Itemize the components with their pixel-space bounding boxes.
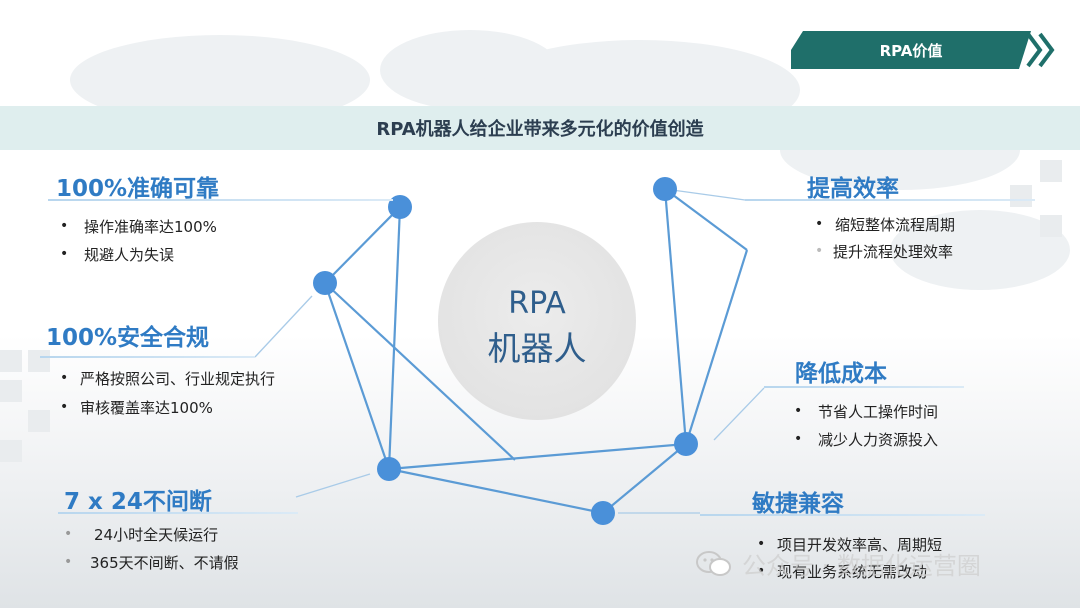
network-node [591, 501, 615, 525]
bullet-icon: • [794, 403, 803, 419]
block-title-efficiency: 提高效率 [807, 176, 899, 202]
bullet-icon: • [794, 431, 803, 447]
block-title-compliance: 100%安全合规 [46, 325, 210, 351]
network-node [674, 432, 698, 456]
block-item-accurate-2: 规避人为失误 [84, 246, 175, 264]
bullet-icon: • [64, 554, 73, 570]
block-title-agile: 敏捷兼容 [752, 491, 844, 517]
connector-lines [254, 188, 765, 514]
bullet-icon: • [60, 246, 69, 262]
block-item-accurate-1: 操作准确率达100% [84, 218, 217, 236]
block-item-compliance-2: 审核覆盖率达100% [80, 399, 213, 417]
bullet-icon: • [60, 218, 69, 234]
page-banner: RPA机器人给企业带来多元化的价值创造 [0, 106, 1080, 150]
title-underline [40, 356, 255, 358]
chevron-right-icon [1026, 32, 1055, 68]
network-node [377, 457, 401, 481]
bullet-icon: • [757, 563, 766, 579]
bullet-icon: • [60, 399, 69, 415]
section-tag: RPA价值 [791, 31, 1031, 69]
bullet-icon: • [757, 536, 766, 552]
block-item-compliance-1: 严格按照公司、行业规定执行 [80, 370, 276, 388]
title-underline [764, 386, 964, 388]
bullet-icon: • [815, 243, 824, 259]
block-item-cost-2: 减少人力资源投入 [818, 431, 939, 449]
center-title-line2: 机器人 [487, 329, 587, 368]
block-item-uninterrupted-2: 365天不间断、不请假 [90, 554, 239, 572]
banner-title: RPA机器人给企业带来多元化的价值创造 [376, 119, 704, 140]
center-circle [438, 222, 636, 420]
bullet-icon: • [64, 526, 73, 542]
title-underline [745, 199, 1035, 201]
block-title-uninterrupted: 7 x 24不间断 [64, 489, 212, 515]
block-item-efficiency-2: 提升流程处理效率 [833, 243, 954, 261]
block-item-agile-2: 现有业务系统无需改动 [777, 563, 928, 581]
block-item-uninterrupted-1: 24小时全天候运行 [94, 526, 219, 544]
block-item-efficiency-1: 缩短整体流程周期 [835, 216, 956, 234]
block-title-cost: 降低成本 [795, 361, 887, 387]
network-node [313, 271, 337, 295]
bullet-icon: • [60, 370, 69, 386]
wechat-icon [696, 551, 731, 576]
block-item-agile-1: 项目开发效率高、周期短 [777, 536, 943, 554]
title-underline [700, 514, 985, 516]
title-underline [58, 512, 298, 514]
bullet-icon: • [815, 216, 824, 232]
block-title-accurate: 100%准确可靠 [56, 176, 220, 202]
network-node [653, 177, 677, 201]
network-node [388, 195, 412, 219]
center-title-line1: RPA [508, 286, 566, 321]
watermark-text: 公众号 · 数据化运营圈 [742, 552, 981, 580]
title-underline [48, 199, 393, 201]
block-item-cost-1: 节省人工操作时间 [818, 403, 939, 421]
network-lines [323, 188, 749, 515]
section-tag-label: RPA价值 [879, 41, 943, 60]
